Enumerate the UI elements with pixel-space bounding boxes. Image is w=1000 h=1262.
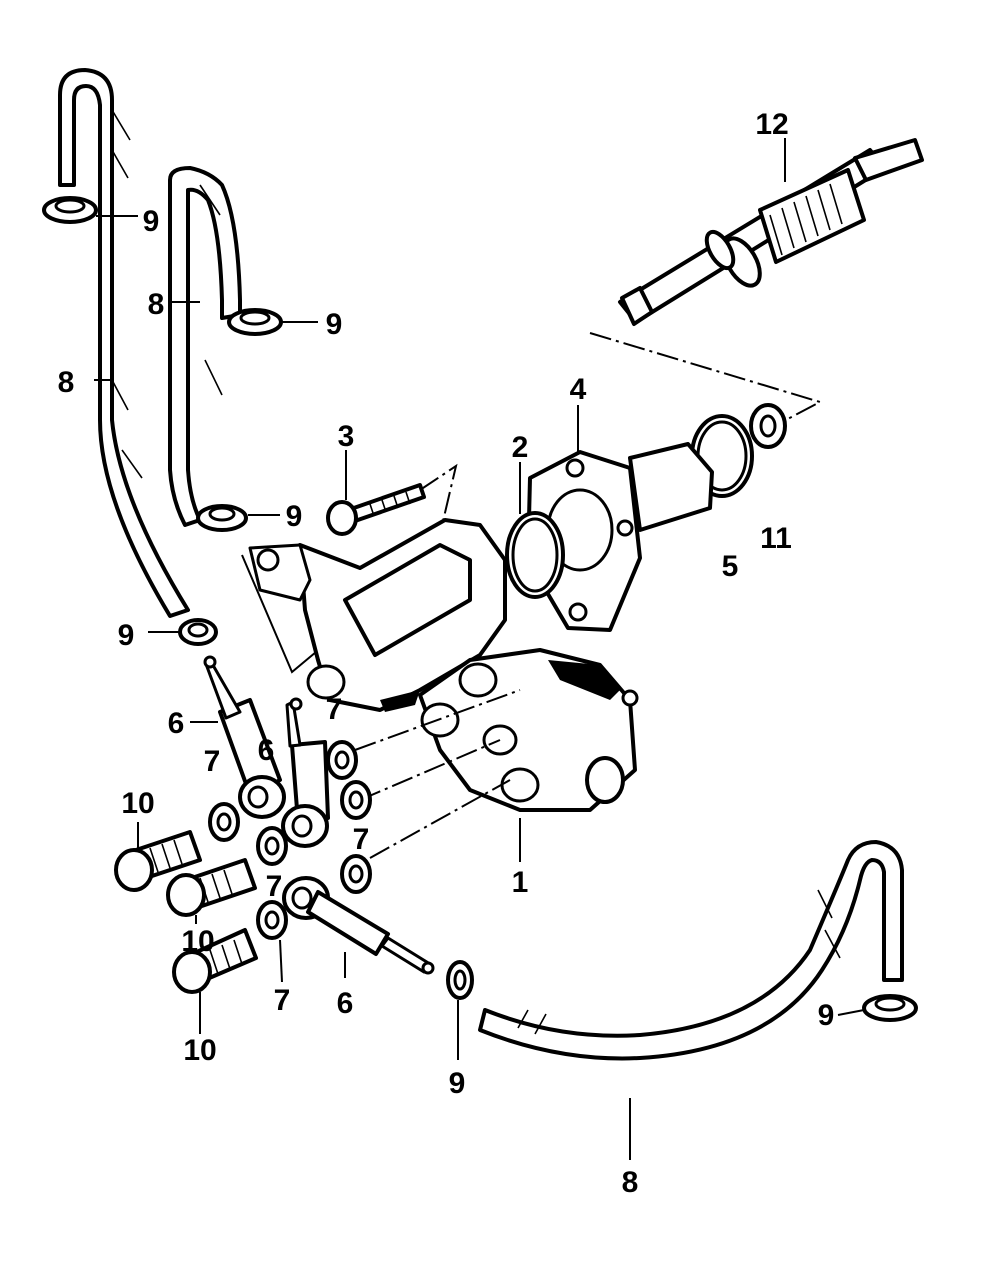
- callout-9-d: 9: [118, 619, 135, 652]
- callout-12: 12: [755, 108, 788, 141]
- callout-7-c: 7: [353, 823, 370, 856]
- hose-8-left: [58, 68, 190, 618]
- callout-10-a: 10: [121, 787, 154, 820]
- callout-2: 2: [512, 431, 529, 464]
- callout-3: 3: [338, 420, 355, 453]
- callout-7-b: 7: [204, 745, 221, 778]
- callout-9-e: 9: [818, 999, 835, 1032]
- callout-7-e: 7: [274, 984, 291, 1017]
- banjo-fitting-6-upper: [203, 655, 286, 819]
- hose-8-middle: [168, 166, 242, 527]
- washer-11: [749, 403, 787, 449]
- bolts-10: [114, 830, 258, 994]
- oil-pump-body-1: [248, 518, 639, 812]
- callout-9-a: 9: [143, 205, 160, 238]
- callout-9-b: 9: [326, 308, 343, 341]
- callout-8-b: 8: [148, 288, 165, 321]
- hose-clamps-9: [42, 196, 918, 1022]
- screw-3: [326, 483, 426, 536]
- callout-7-d: 7: [266, 870, 283, 903]
- washers-7: [208, 740, 372, 940]
- callout-10-c: 10: [183, 1034, 216, 1067]
- callout-6-b: 6: [258, 734, 275, 767]
- callout-7-a: 7: [326, 693, 343, 726]
- hose-8-lower: [478, 840, 904, 1061]
- callout-9-f: 9: [449, 1067, 466, 1100]
- callout-6-c: 6: [337, 987, 354, 1020]
- callout-8-a: 8: [58, 366, 75, 399]
- callout-6-a: 6: [168, 707, 185, 740]
- callout-11: 11: [760, 522, 792, 555]
- callout-1: 1: [512, 866, 529, 899]
- drive-shaft-gear: [618, 138, 924, 326]
- callout-5: 5: [722, 550, 739, 583]
- callout-8-c: 8: [622, 1166, 639, 1199]
- callout-10-b: 10: [181, 925, 214, 958]
- callout-9-c: 9: [286, 500, 303, 533]
- callout-4: 4: [570, 373, 587, 406]
- banjo-fitting-6-middle: [281, 697, 330, 848]
- gasket-2: [505, 511, 565, 599]
- banjo-fitting-6-lower: [282, 876, 435, 975]
